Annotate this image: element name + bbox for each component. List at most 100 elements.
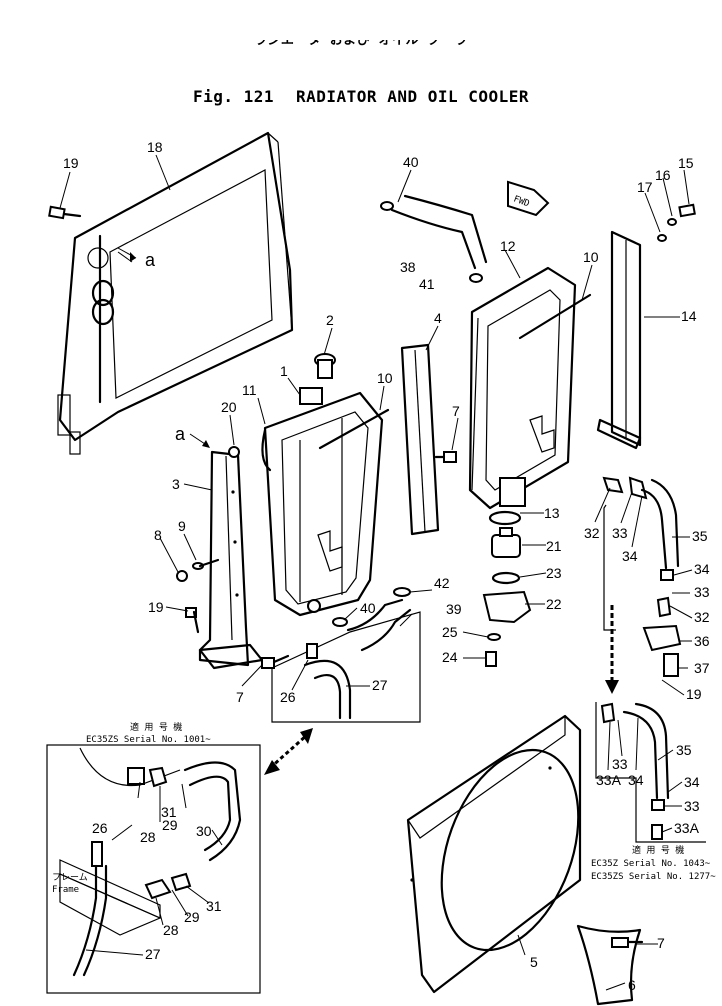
fan-shroud-5: [406, 714, 582, 994]
oil-cooler-12: [468, 266, 577, 510]
label-3: 3: [172, 476, 180, 492]
inset-left-frame-jp: フレーム: [52, 872, 88, 883]
label-35: 35: [692, 528, 708, 544]
figure-number: Fig. 121: [192, 87, 274, 106]
inset-right-serial-1: EC35Z Serial No. 1043~: [591, 859, 711, 869]
pipe-27-inner: [313, 674, 342, 720]
label-33-inset-left: 33: [612, 756, 628, 772]
radiator-core: [261, 387, 384, 617]
label-29-top: 29: [162, 817, 178, 833]
pipe-27: [303, 659, 352, 720]
rubber-skirt-6: [576, 924, 642, 1006]
label-10-right: 10: [583, 249, 599, 265]
label-7-mid: 7: [452, 403, 460, 419]
hose-39: [346, 598, 404, 632]
label-9: 9: [178, 518, 186, 534]
pipe-35-inset-outer: [634, 702, 670, 800]
bracket-4: [400, 343, 440, 536]
bracket-14: [596, 230, 642, 450]
label-19-top: 19: [63, 155, 79, 171]
nut-33-inset: [651, 799, 665, 811]
label-31-top: 31: [161, 804, 177, 820]
label-34-mid: 34: [694, 561, 710, 577]
detail-box-right-outline: [595, 702, 706, 843]
label-35-inset: 35: [676, 742, 692, 758]
label-34-inset-left: 34: [628, 772, 644, 788]
label-42: 42: [434, 575, 450, 591]
inset-left-serial: EC35ZS Serial No. 1001~: [86, 735, 211, 745]
leader-lines: [59, 154, 693, 991]
hose-38-outer: [403, 194, 488, 264]
filter-assembly: [482, 510, 532, 624]
label-7-bottom: 7: [657, 935, 665, 951]
pipe-group-right: [602, 476, 682, 677]
label-26-top: 26: [280, 689, 296, 705]
label-12: 12: [500, 238, 516, 254]
figure-title-jp: ラジエータ および オイル クーラ: [254, 40, 468, 48]
label-27-top: 27: [372, 677, 388, 693]
label-4: 4: [434, 310, 442, 326]
label-7-left: 7: [236, 689, 244, 705]
label-17: 17: [637, 179, 653, 195]
fitting-26: [306, 643, 318, 659]
label-20: 20: [221, 399, 237, 415]
label-31-bottom: 31: [206, 898, 222, 914]
label-26-inset: 26: [92, 820, 108, 836]
label-28-bottom: 28: [163, 922, 179, 938]
inset-left-applicable: 適 用 号 機: [130, 721, 182, 733]
detail-box-left: [271, 611, 421, 723]
label-30: 30: [196, 823, 212, 839]
label-33-mid: 33: [694, 584, 710, 600]
fasteners: [48, 201, 696, 948]
hose-39-outer: [360, 608, 412, 652]
label-33-inset-right: 33: [684, 798, 700, 814]
figure-name: RADIATOR AND OIL COOLER: [296, 87, 530, 106]
part-labels: 19 18 40 15 16 17 12 10 a 38 41 14 2 4 1…: [63, 139, 710, 993]
label-24: 24: [442, 649, 458, 665]
seal-strip-10a: [318, 408, 390, 450]
inset-right-caption: 適 用 号 機 EC35Z Serial No. 1043~ EC35ZS Se…: [591, 844, 716, 882]
fitting-33a-inset: [600, 702, 616, 724]
label-1: 1: [280, 363, 288, 379]
label-a-mid: a: [175, 424, 186, 444]
label-19-right: 19: [686, 686, 702, 702]
label-14: 14: [681, 308, 697, 324]
label-28-top: 28: [140, 829, 156, 845]
label-39: 39: [446, 601, 462, 617]
label-25: 25: [442, 624, 458, 640]
label-21: 21: [546, 538, 562, 554]
figure-title: ラジエータ および オイル クーラ Fig. 121 RADIATOR AND O…: [0, 2, 722, 125]
label-11: 11: [242, 382, 257, 398]
label-15: 15: [678, 155, 694, 171]
label-a-top: a: [145, 250, 156, 270]
label-18: 18: [147, 139, 163, 155]
bracket-3: [189, 433, 264, 670]
label-40-top: 40: [403, 154, 419, 170]
label-33a-inset-right: 33A: [674, 820, 700, 836]
label-32-top: 32: [584, 525, 600, 541]
label-8: 8: [154, 527, 162, 543]
label-2: 2: [326, 312, 334, 328]
pipe-35-inset: [622, 710, 659, 800]
inset-left: [46, 744, 261, 994]
seal-strip-10b: [518, 293, 592, 340]
inset-right-serial-2: EC35ZS Serial No. 1277~: [591, 872, 716, 882]
reference-double-arrow: [264, 728, 313, 775]
label-34-top: 34: [622, 548, 638, 564]
label-13: 13: [544, 505, 560, 521]
label-34-inset-right: 34: [684, 774, 700, 790]
panel-18: [57, 131, 294, 455]
label-10-mid: 10: [377, 370, 393, 386]
forward-direction-arrow: FWD: [507, 180, 550, 217]
inset-left-caption: 適 用 号 機 EC35ZS Serial No. 1001~ フレーム Fra…: [52, 721, 211, 895]
label-32-mid: 32: [694, 609, 710, 625]
label-16: 16: [655, 167, 671, 183]
fitting-33a-inset-lower: [651, 824, 663, 840]
label-40-mid: 40: [360, 600, 376, 616]
radiator-cap-2: [314, 353, 336, 379]
label-29-bottom: 29: [184, 909, 200, 925]
label-36: 36: [694, 633, 710, 649]
label-41: 41: [419, 276, 435, 292]
label-19-mid: 19: [148, 599, 164, 615]
label-23: 23: [546, 565, 562, 581]
